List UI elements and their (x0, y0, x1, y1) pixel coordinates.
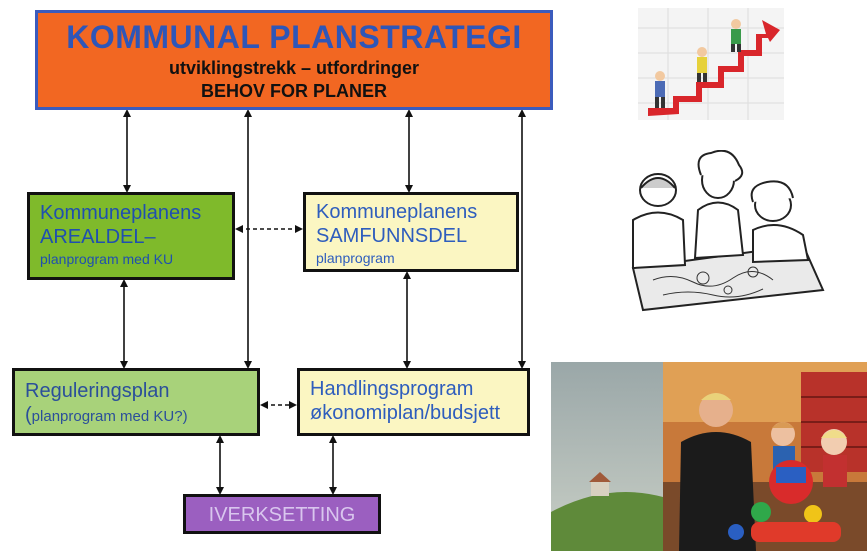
arealdel-line1: Kommuneplanens (40, 202, 202, 224)
reguleringsplan-line2: planprogram med KU?) (31, 408, 188, 425)
planstrategi-title: KOMMUNAL PLANSTRATEGI (66, 19, 522, 55)
planstrategi-subtitle: utviklingstrekk – utfordringer (168, 58, 420, 78)
samfunnsdel-line2: SAMFUNNSDEL (316, 225, 468, 247)
planstrategi-box: KOMMUNAL PLANSTRATEGI utviklingstrekk – … (35, 10, 553, 110)
iverksetting-box: IVERKSETTING (183, 494, 381, 534)
staircase-illustration (638, 8, 784, 120)
arealdel-line2: AREALDEL– (40, 226, 156, 248)
iverksetting-label: IVERKSETTING (208, 504, 356, 526)
samfunnsdel-line1: Kommuneplanens (316, 201, 478, 223)
arealdel-line3: planprogram med KU (40, 251, 174, 267)
people-map-illustration (613, 150, 831, 318)
arealdel-box: Kommuneplanens AREALDEL– planprogram med… (27, 192, 235, 280)
handlingsprogram-line1: Handlingsprogram (310, 378, 474, 400)
handlingsprogram-line2: økonomiplan/budsjett (310, 402, 501, 424)
reguleringsplan-box: Reguleringsplan (planprogram med KU?) (12, 368, 260, 436)
reguleringsplan-paren: ( (25, 404, 32, 426)
handlingsprogram-box: Handlingsprogram økonomiplan/budsjett (297, 368, 530, 436)
reguleringsplan-line1: Reguleringsplan (25, 380, 170, 402)
children-play-photo (551, 362, 867, 551)
samfunnsdel-box: Kommuneplanens SAMFUNNSDEL planprogram (303, 192, 519, 272)
planstrategi-subtitle2: BEHOV FOR PLANER (200, 81, 387, 101)
samfunnsdel-line3: planprogram (316, 250, 395, 266)
